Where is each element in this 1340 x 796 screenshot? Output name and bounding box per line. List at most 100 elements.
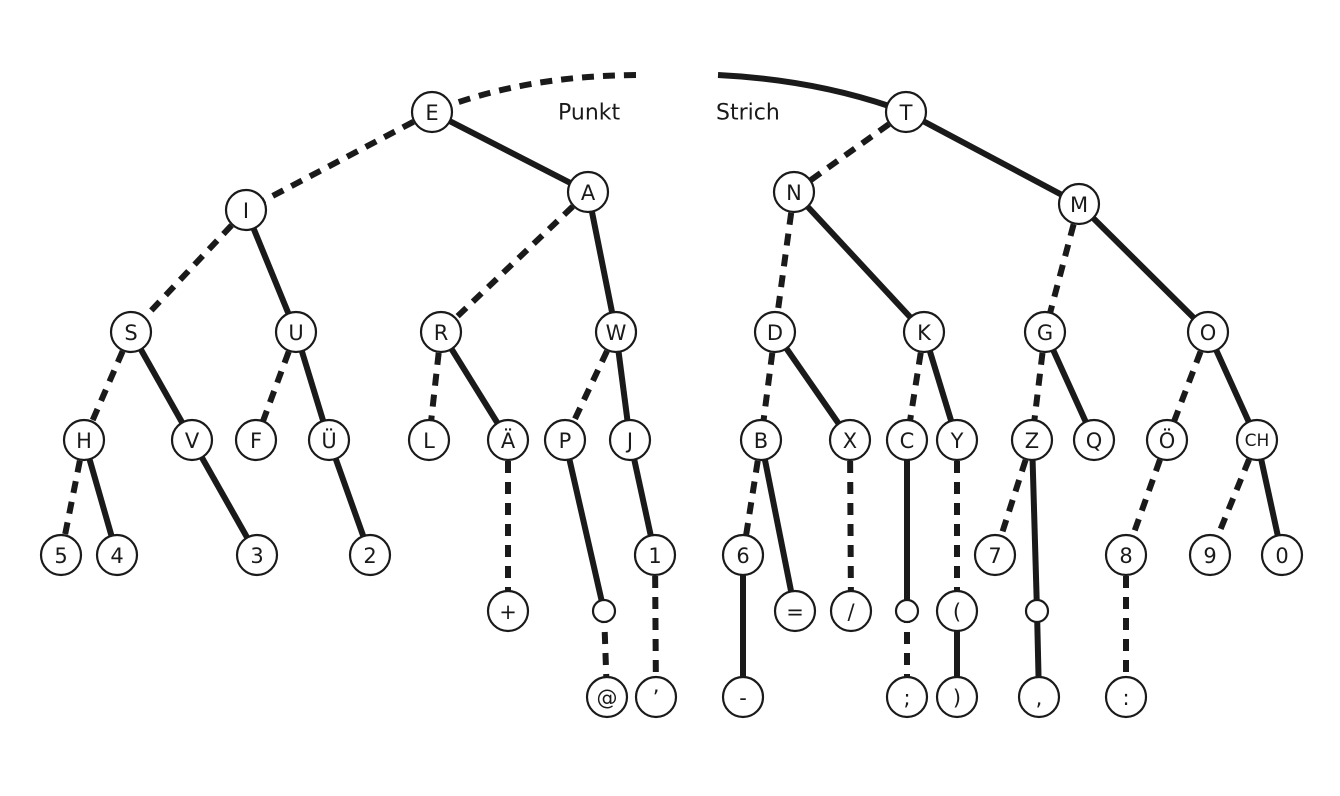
node-ue: Ü xyxy=(307,418,351,462)
node-label: K xyxy=(917,321,932,345)
edge-i-u xyxy=(243,208,299,334)
node-label: Y xyxy=(950,429,964,453)
node-n3: 3 xyxy=(235,533,279,577)
node-circle xyxy=(274,310,318,354)
node-label: T xyxy=(899,101,913,125)
edge-n-d xyxy=(772,191,797,333)
node-label: B xyxy=(754,429,768,453)
node-circle xyxy=(39,533,83,577)
node-e: E xyxy=(410,90,454,134)
edge-m-o xyxy=(1076,201,1211,335)
node-label: J xyxy=(625,429,633,453)
node-label: 5 xyxy=(54,544,67,568)
node-label: D xyxy=(767,321,783,345)
node-circle xyxy=(566,170,610,214)
edge-n1-apos xyxy=(652,554,659,698)
node-circle xyxy=(407,418,451,462)
node-label: : xyxy=(1122,686,1129,710)
node-circle xyxy=(224,188,268,232)
node-w: W xyxy=(594,310,638,354)
node-u: U xyxy=(274,310,318,354)
legend-dot-label: Punkt xyxy=(558,101,621,126)
node-label: Ä xyxy=(501,428,516,453)
node-apos: ’ xyxy=(634,675,678,719)
node-label: @ xyxy=(597,686,618,710)
node-l: L xyxy=(407,418,451,462)
node-circle xyxy=(1104,533,1148,577)
node-label: + xyxy=(499,600,517,624)
node-n1: 1 xyxy=(633,533,677,577)
node-circle xyxy=(1023,310,1067,354)
root-dash-arc xyxy=(717,72,908,115)
node-circle xyxy=(594,310,638,354)
node-circle xyxy=(109,310,153,354)
node-lparen: ( xyxy=(935,589,979,633)
node-a: A xyxy=(566,170,610,214)
node-pz xyxy=(1024,598,1050,624)
node-j: J xyxy=(608,418,652,462)
node-circle xyxy=(62,418,106,462)
node-label: Ö xyxy=(1159,428,1176,453)
node-label: W xyxy=(606,321,627,345)
node-n5: 5 xyxy=(39,533,83,577)
node-t: T xyxy=(884,90,928,134)
edge-a-r xyxy=(438,189,591,335)
node-label: O xyxy=(1200,321,1217,345)
node-label: A xyxy=(581,181,596,205)
node-circle xyxy=(828,418,872,462)
edge-n-k xyxy=(791,189,927,335)
node-label: 0 xyxy=(1275,544,1288,568)
node-circle xyxy=(721,533,765,577)
node-circle xyxy=(1104,675,1148,719)
node-label: X xyxy=(843,429,857,453)
node-label: P xyxy=(559,429,572,453)
node-circle xyxy=(486,418,530,462)
node-ae: Ä xyxy=(486,418,530,462)
node-circle xyxy=(419,310,463,354)
node-plus: + xyxy=(486,589,530,633)
edge-a-w xyxy=(585,191,619,333)
node-circle xyxy=(1188,533,1232,577)
node-circle xyxy=(348,533,392,577)
edge-t-m xyxy=(904,109,1081,207)
node-label: C xyxy=(900,429,915,453)
edge-e-a xyxy=(430,109,590,195)
node-rparen: ) xyxy=(935,675,979,719)
node-circle xyxy=(633,533,677,577)
node-circle xyxy=(935,418,979,462)
node-circle xyxy=(1010,418,1054,462)
node-n6: 6 xyxy=(721,533,765,577)
node-label: G xyxy=(1037,321,1053,345)
node-q: Q xyxy=(1072,418,1116,462)
node-ch: CH xyxy=(1235,418,1279,462)
node-label: ; xyxy=(903,686,910,710)
node-label: 1 xyxy=(648,544,661,568)
node-c: C xyxy=(885,418,929,462)
node-f: F xyxy=(234,418,278,462)
node-label: V xyxy=(185,429,200,453)
node-label: ( xyxy=(953,600,961,624)
edge-x-slash xyxy=(847,439,854,612)
node-label: = xyxy=(786,600,804,624)
node-label: Q xyxy=(1086,429,1103,453)
node-circle xyxy=(170,418,214,462)
node-label: 4 xyxy=(110,544,123,568)
node-label: 3 xyxy=(250,544,263,568)
node-circle xyxy=(1057,182,1101,226)
node-label: 6 xyxy=(736,544,749,568)
node-label: S xyxy=(124,321,137,345)
node-circle xyxy=(884,90,928,134)
edge-e-i xyxy=(244,109,434,213)
node-label: / xyxy=(847,600,855,624)
node-circle xyxy=(1235,418,1279,462)
node-circle xyxy=(634,675,678,719)
node-circle xyxy=(935,675,979,719)
node-r: R xyxy=(419,310,463,354)
node-z: Z xyxy=(1010,418,1054,462)
node-minus: - xyxy=(721,675,765,719)
node-circle xyxy=(721,675,765,719)
node-semi: ; xyxy=(885,675,929,719)
edge-p-pw xyxy=(562,439,607,612)
node-label: M xyxy=(1070,193,1088,217)
node-label: 2 xyxy=(363,544,376,568)
